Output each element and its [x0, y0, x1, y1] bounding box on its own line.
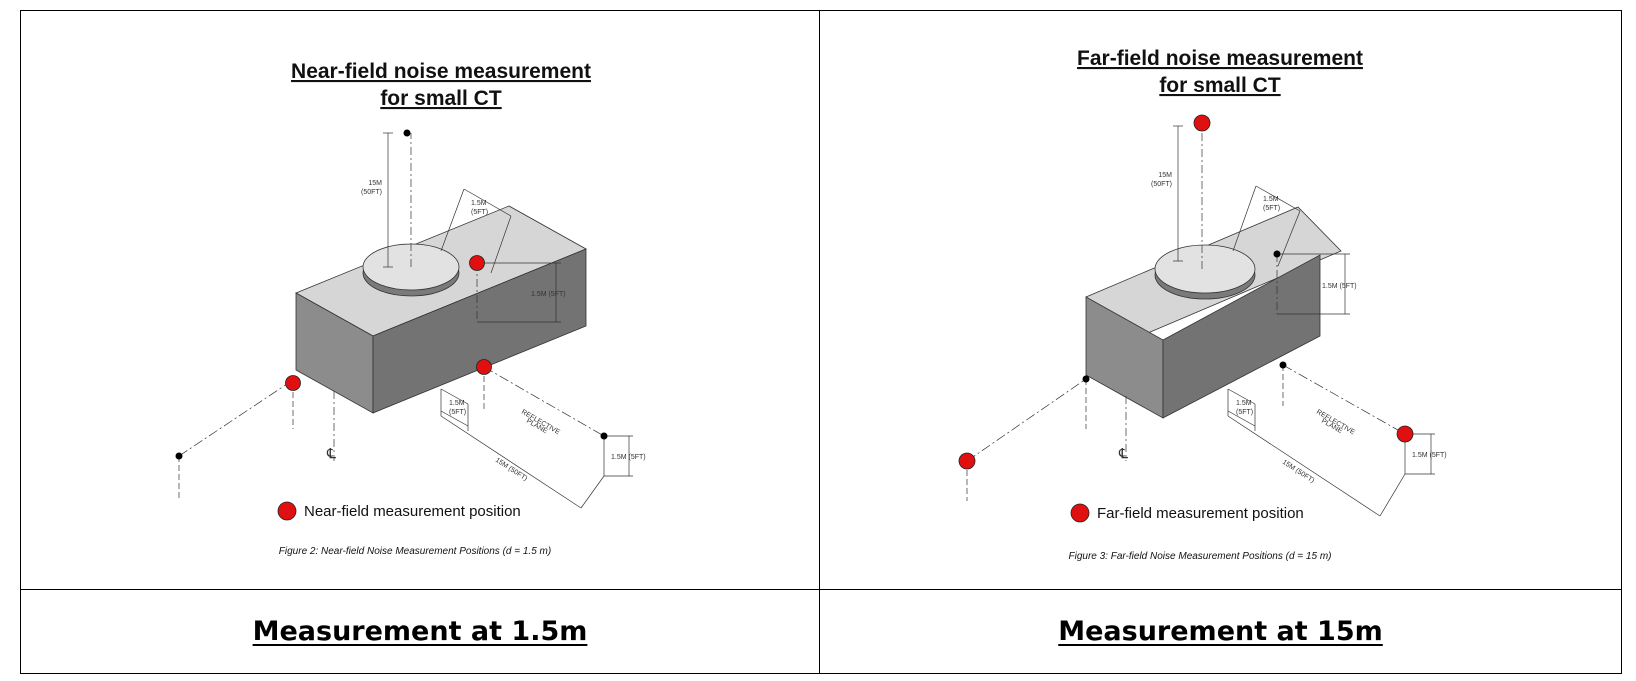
measurement-point [1082, 375, 1090, 383]
dim-ground-label-bottom: (5FT) [449, 409, 466, 416]
dim-height-label-bottom: (50FT) [361, 189, 382, 196]
dim-ground-label-top: 1.5M [1236, 400, 1252, 407]
measurement-caption: Measurement at 1.5m [252, 616, 588, 647]
measurement-marker [1193, 114, 1211, 132]
dim-side-label: 1.5M (5FT) [531, 291, 566, 298]
measurement-point [175, 452, 183, 460]
dim-side-label: 1.5M (5FT) [1322, 283, 1357, 290]
legend-label: Far-field measurement position [1097, 505, 1304, 522]
dim-ground-label-top: 1.5M [449, 400, 465, 407]
legend-label: Near-field measurement position [304, 503, 521, 520]
measurement-point [1279, 361, 1287, 369]
figure-caption: Figure 2: Near-field Noise Measurement P… [279, 546, 551, 557]
far-field-diagram-cell: Far-field noise measurement for small CT [820, 11, 1621, 589]
near-field-caption-cell: Measurement at 1.5m [21, 590, 819, 673]
near-field-diagram: Near-field noise measurement for small C… [175, 60, 646, 557]
dim-offset-label-bottom: (5FT) [1263, 205, 1280, 212]
dimension-lines [966, 125, 1435, 517]
dim-right-label: 1.5M (5FT) [611, 454, 646, 461]
dim-offset-label-top: 1.5M [471, 200, 487, 207]
diagram-title-line2: for small CT [1159, 74, 1281, 97]
measurement-marker [476, 359, 492, 375]
measurement-point [403, 129, 411, 137]
diagram-title-line2: for small CT [380, 87, 502, 110]
dimension-lines [178, 132, 633, 509]
figure-caption: Figure 3: Far-field Noise Measurement Po… [1069, 551, 1332, 562]
dim-right-label: 1.5M (5FT) [1412, 452, 1447, 459]
row-divider [21, 589, 1621, 590]
far-field-diagram: Far-field noise measurement for small CT [958, 47, 1447, 562]
centerline-symbol: ℄ [326, 445, 336, 461]
measurement-marker [958, 452, 976, 470]
measurement-point [1273, 250, 1281, 258]
dim-ground-label-bottom: (5FT) [1236, 409, 1253, 416]
measurement-point [600, 432, 608, 440]
far-field-caption-cell: Measurement at 15m [820, 590, 1621, 673]
dim-long-label: 15M (50FT) [1281, 459, 1315, 485]
centerline-symbol: ℄ [1118, 445, 1128, 461]
legend-marker [277, 501, 297, 521]
measurement-caption: Measurement at 15m [1058, 616, 1383, 647]
turbine-housing-side [1162, 254, 1321, 419]
dim-offset-label-bottom: (5FT) [471, 209, 488, 216]
comparison-table: Near-field noise measurement for small C… [20, 10, 1622, 674]
column-divider [819, 11, 820, 673]
near-field-diagram-cell: Near-field noise measurement for small C… [21, 11, 819, 589]
turbine-exhaust-disc [1154, 244, 1256, 294]
dim-height-label-bottom: (50FT) [1151, 181, 1172, 188]
diagram-title-line1: Far-field noise measurement [1077, 47, 1363, 70]
legend-marker [1070, 503, 1090, 523]
measurement-marker [285, 375, 301, 391]
turbine-housing-side [372, 248, 587, 414]
diagram-title-line1: Near-field noise measurement [291, 60, 591, 83]
dim-offset-label-top: 1.5M [1263, 196, 1279, 203]
measurement-marker [469, 255, 485, 271]
dim-height-label-top: 15M [368, 180, 382, 187]
measurement-marker [1396, 425, 1414, 443]
dim-height-label-top: 15M [1158, 172, 1172, 179]
